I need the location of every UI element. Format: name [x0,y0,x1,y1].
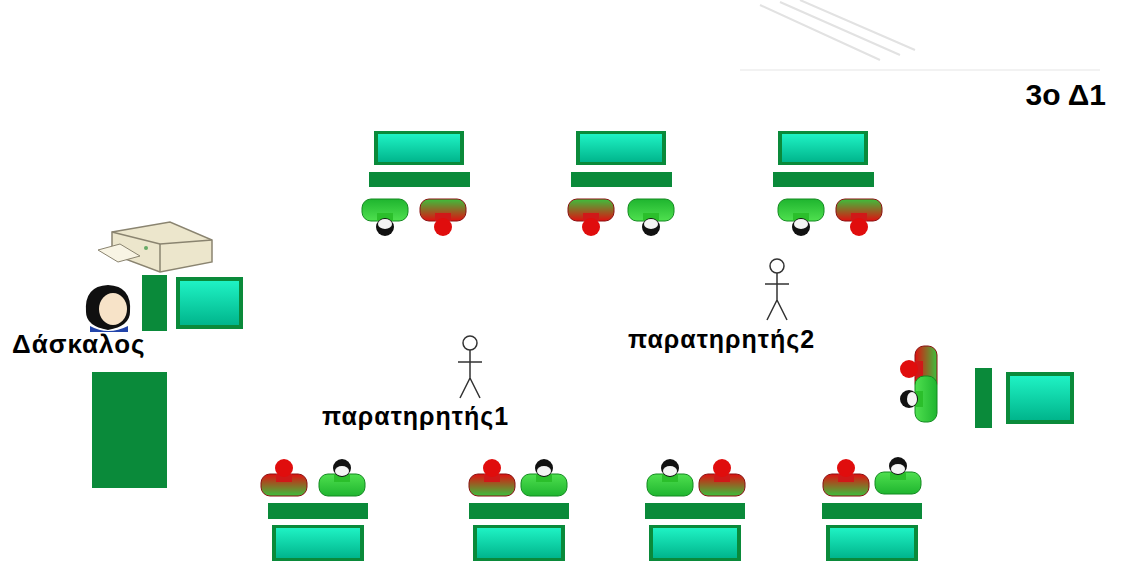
teacher-label: Δάσκαλος [12,331,146,357]
bottom-students [261,457,921,496]
top-students [362,199,882,236]
faint-decoration [740,0,1100,70]
bottom-computers [268,503,922,561]
room-title: 3ο Δ1 [1026,80,1106,110]
observer-label: παρατηρητής1 [322,404,509,429]
right-station [900,346,1074,428]
top-computers [369,131,874,187]
observer-label: παρατηρητής2 [628,327,815,352]
